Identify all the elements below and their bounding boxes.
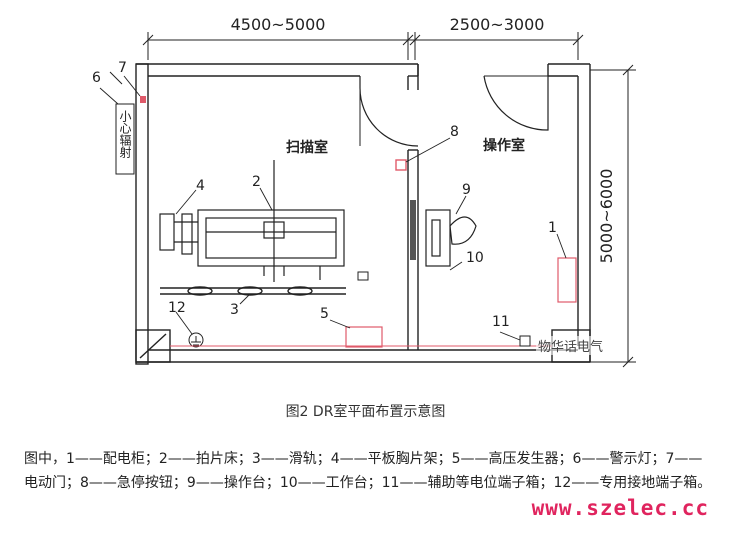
small-socket [357, 271, 369, 281]
hv-generator [345, 326, 383, 348]
ceiling-rail [160, 286, 346, 296]
grounding-symbol [188, 332, 204, 348]
callout-6: 6 [92, 70, 101, 86]
warning-light [140, 96, 146, 103]
wechat-tag: 物华话电气 [536, 336, 606, 355]
callout-1: 1 [548, 220, 557, 236]
control-room-label: 操作室 [483, 137, 525, 154]
site-watermark: www.szelec.cc [531, 496, 709, 520]
dr-room-floor-plan: 4500~5000 2500~3000 5000~6000 [92, 15, 636, 368]
scan-room-label: 扫描室 [286, 139, 328, 156]
right-dimension [590, 64, 636, 368]
walls [135, 63, 591, 365]
figure-caption: 图2 DR室平面布置示意图 [285, 404, 446, 420]
patient-table [197, 160, 345, 282]
warning-sign-box [115, 103, 135, 175]
callout-12: 12 [168, 300, 186, 316]
figure-legend: 图中，1——配电柜；2——拍片床；3——滑轨；4——平板胸片架；5——高压发生器… [24, 451, 712, 491]
callout-3: 3 [230, 302, 239, 318]
callout-8: 8 [450, 124, 459, 140]
warning-sign: 小心辐射 [118, 110, 132, 159]
control-door-arc [483, 75, 549, 131]
equipotential-box [519, 335, 531, 347]
power-cabinet [557, 257, 577, 303]
callout-10: 10 [466, 250, 484, 266]
chest-stand [159, 213, 198, 255]
callout-5: 5 [320, 306, 329, 322]
door-arc [359, 76, 419, 147]
console [425, 209, 477, 267]
top-dimension [142, 32, 584, 60]
callout-9: 9 [462, 182, 471, 198]
callout-4: 4 [196, 178, 205, 194]
callout-11: 11 [492, 314, 510, 330]
callout-7: 7 [118, 60, 127, 76]
emergency-stop [395, 159, 407, 171]
callout-2: 2 [252, 174, 261, 190]
callout-leaders [99, 75, 567, 341]
dim-height: 5000~6000 [597, 169, 616, 264]
dim-scan-width: 4500~5000 [231, 15, 326, 34]
dim-control-width: 2500~3000 [450, 15, 545, 34]
observation-window [410, 200, 416, 260]
